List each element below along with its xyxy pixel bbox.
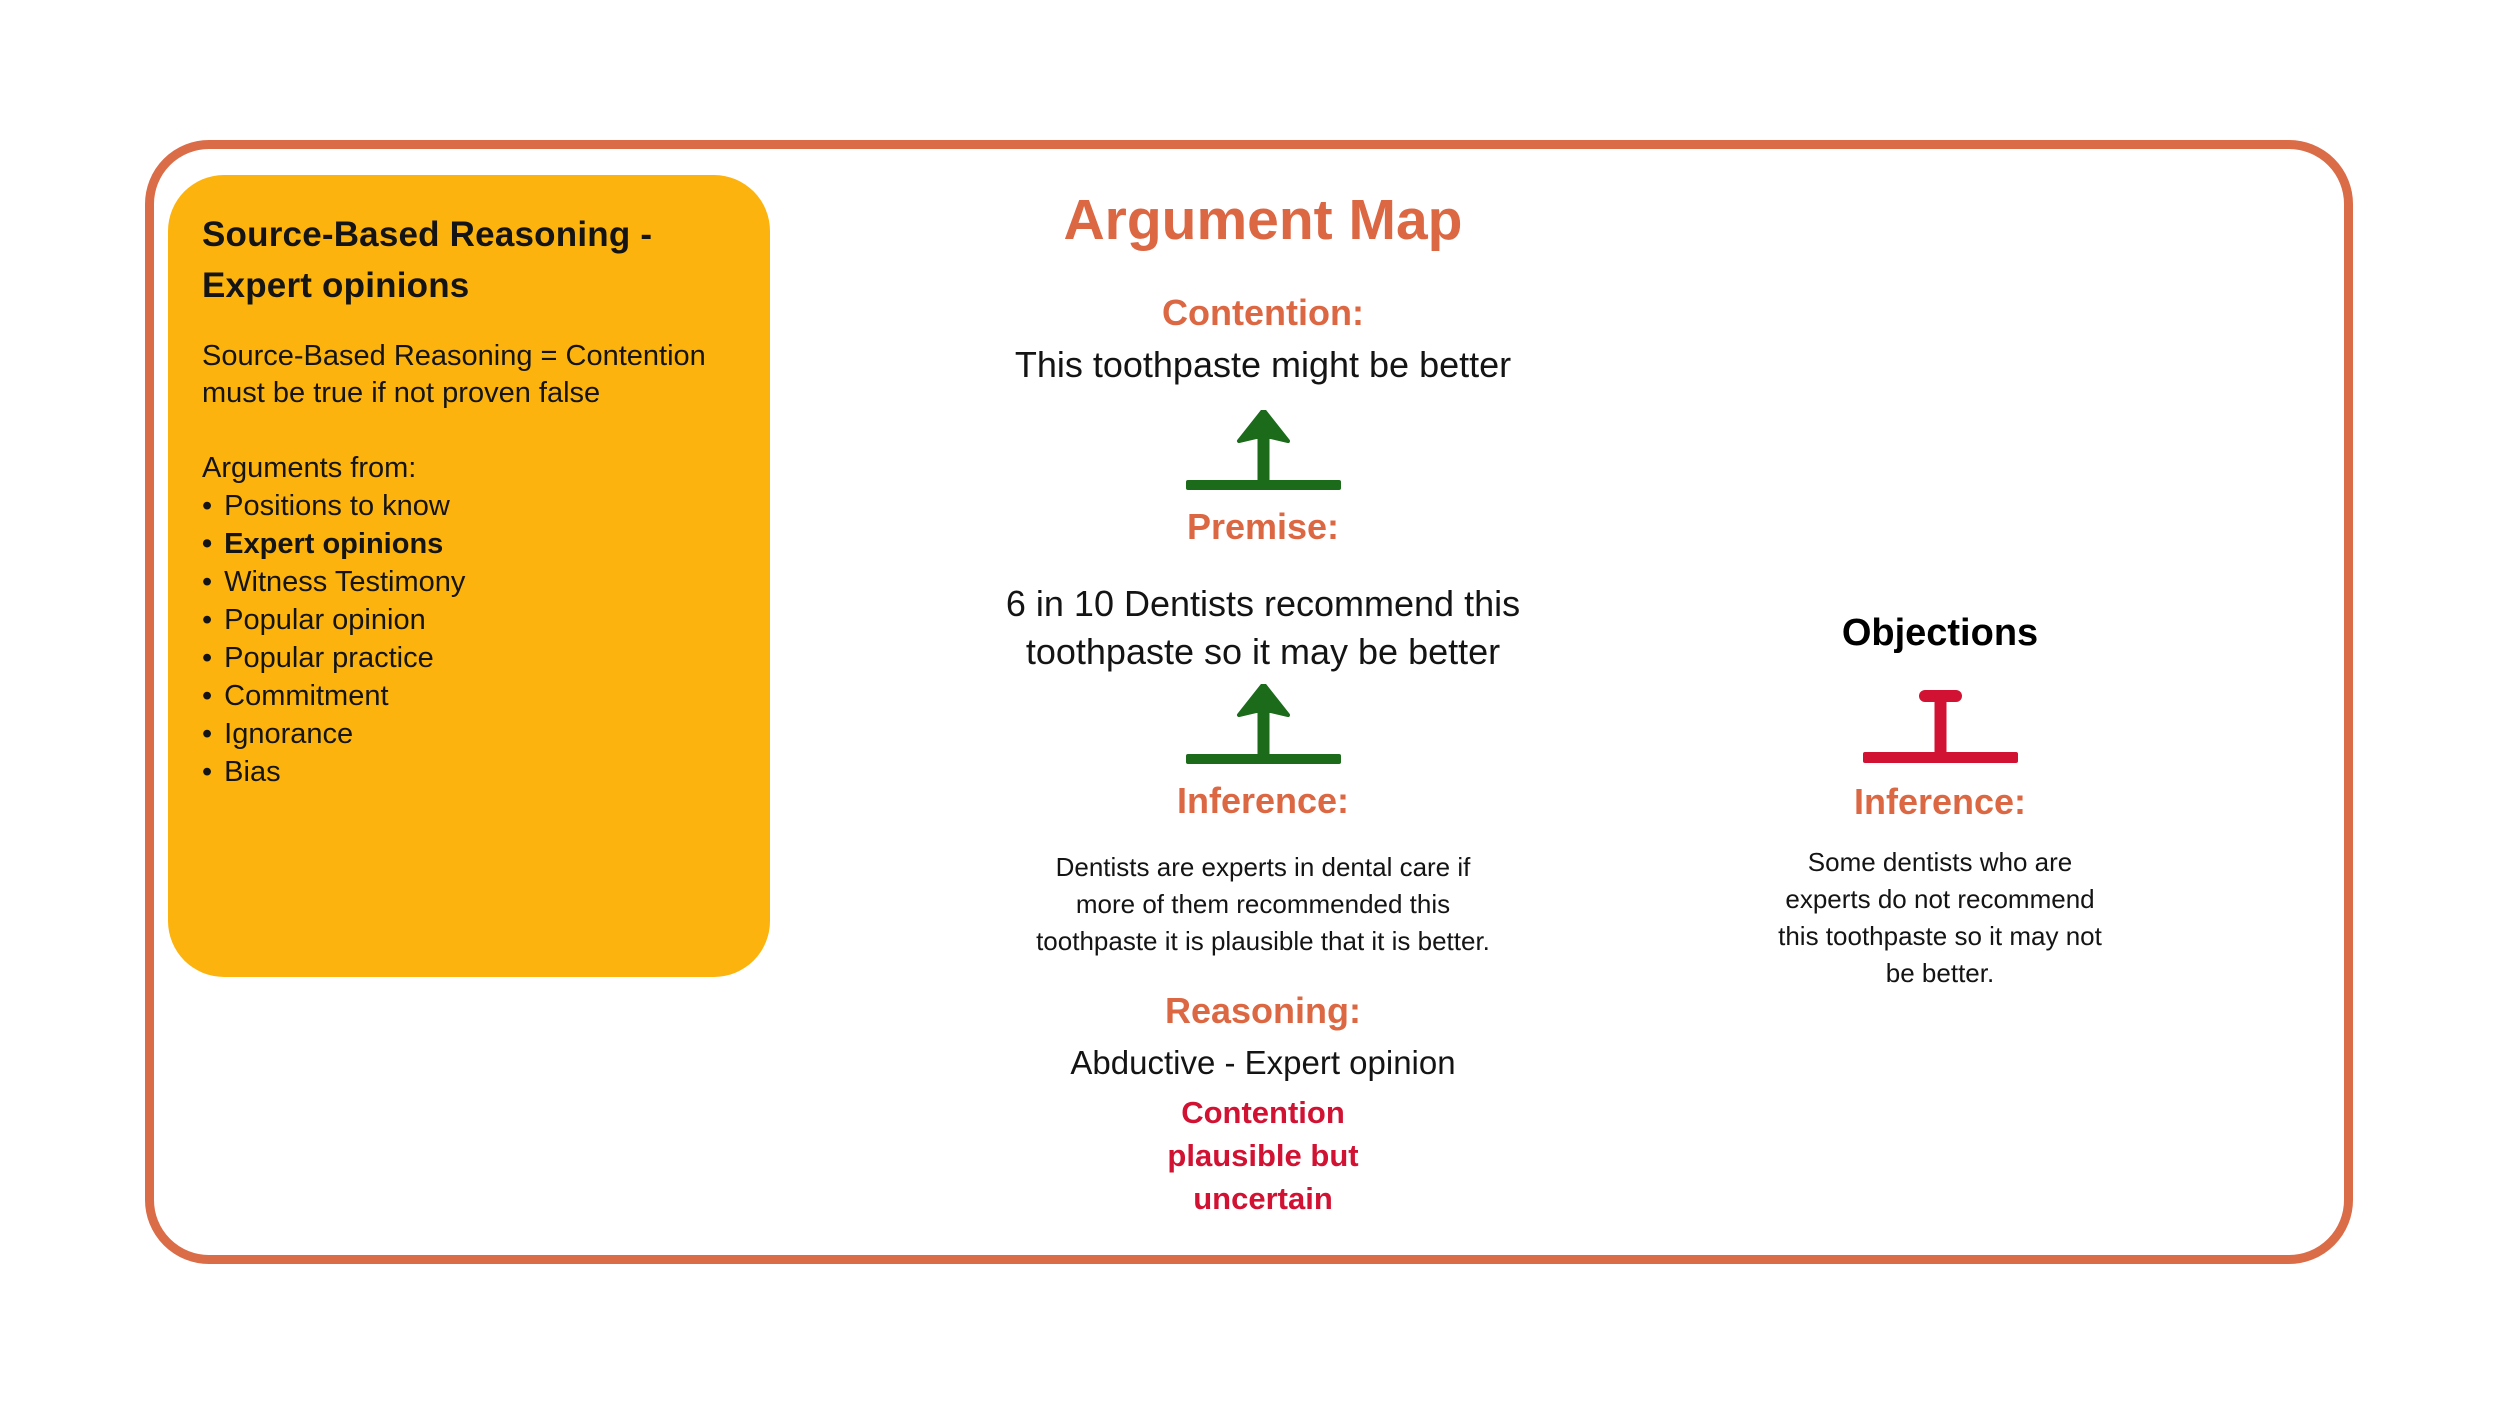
reasoning-note-line: uncertain	[1193, 1180, 1333, 1216]
bullet-icon: •	[202, 566, 213, 598]
card-definition-line: must be true if not proven false	[202, 377, 601, 409]
contention-text: This toothpaste might be better	[1014, 343, 1512, 385]
bullet-icon: •	[202, 718, 213, 750]
card-definition-line: Source-Based Reasoning = Contention	[202, 340, 706, 372]
objection-text-line: Some dentists who are	[1807, 847, 2073, 878]
diagram-border	[145, 140, 2353, 1264]
premise-text: 6 in 10 Dentists recommend this toothpas…	[930, 580, 1596, 676]
support-arrow-icon	[930, 683, 1596, 764]
objection-inference-label: Inference:	[1853, 780, 2027, 822]
contention-label: Contention:	[1162, 291, 1364, 333]
list-item: • Ignorance	[202, 715, 734, 753]
bullet-icon: •	[202, 604, 213, 636]
support-arrow-icon	[930, 410, 1596, 491]
objection-blocker-icon	[1640, 689, 2240, 763]
premise-text-line: toothpaste so it may be better	[1025, 630, 1501, 672]
list-item-label: Commitment	[224, 680, 389, 712]
inference-text-line: toothpaste it is plausible that it is be…	[1036, 925, 1490, 956]
premise-text-line: 6 in 10 Dentists recommend this	[1005, 582, 1521, 624]
objections-heading: Objections	[1841, 612, 2039, 654]
list-item: • Popular practice	[202, 639, 734, 677]
objection-text-line: this toothpaste so it may not	[1778, 921, 2102, 952]
card-list-heading: Arguments from:	[202, 452, 417, 484]
bullet-icon: •	[202, 642, 213, 674]
list-item: • Bias	[202, 753, 734, 791]
objections-column: Objections Inference: Some dentists who …	[1640, 612, 2240, 992]
reasoning-note-text: Contention plausible but uncertain	[930, 1091, 1596, 1220]
card-title-line: Expert opinions	[202, 266, 470, 305]
card-title: Source-Based Reasoning - Expert opinions	[202, 209, 734, 311]
sidebar-card: Source-Based Reasoning - Expert opinions…	[168, 175, 770, 977]
list-item-label: Popular practice	[224, 642, 434, 674]
bullet-icon: •	[202, 756, 213, 788]
list-item-label: Witness Testimony	[224, 566, 466, 598]
inference-label: Inference:	[1176, 779, 1350, 821]
list-item-label: Bias	[224, 756, 281, 788]
list-item-label: Expert opinions	[224, 528, 444, 560]
inference-text: Dentists are experts in dental care if m…	[930, 849, 1596, 960]
bullet-icon: •	[202, 490, 213, 522]
bullet-icon: •	[202, 528, 213, 560]
reasoning-type-text: Abductive - Expert opinion	[1070, 1044, 1456, 1082]
page-title: Argument Map	[1063, 188, 1463, 252]
inference-text-line: more of them recommended this	[1075, 888, 1451, 919]
inference-text-line: Dentists are experts in dental care if	[1055, 851, 1471, 882]
bullet-icon: •	[202, 680, 213, 712]
list-item: • Witness Testimony	[202, 563, 734, 601]
list-item: • Popular opinion	[202, 601, 734, 639]
argument-map-column: Argument Map Contention: This toothpaste…	[930, 188, 1596, 1220]
objection-text-line: experts do not recommend	[1785, 884, 2095, 915]
card-definition: Source-Based Reasoning = Contention must…	[202, 338, 734, 412]
list-item: • Positions to know	[202, 487, 734, 525]
card-list: • Positions to know • Expert opinions • …	[202, 487, 734, 791]
reasoning-label: Reasoning:	[1164, 989, 1361, 1031]
objection-text-line: be better.	[1885, 958, 1995, 989]
reasoning-note-line: Contention	[1181, 1094, 1345, 1130]
list-item-label: Positions to know	[224, 490, 450, 522]
list-item-label: Popular opinion	[224, 604, 426, 636]
list-item: • Commitment	[202, 677, 734, 715]
objection-inference-text: Some dentists who are experts do not rec…	[1640, 844, 2240, 992]
list-item-label: Ignorance	[224, 718, 354, 750]
reasoning-note-line: plausible but	[1167, 1137, 1359, 1173]
premise-label: Premise:	[1186, 506, 1340, 548]
card-title-line: Source-Based Reasoning -	[202, 215, 653, 254]
list-item: • Expert opinions	[202, 525, 734, 563]
